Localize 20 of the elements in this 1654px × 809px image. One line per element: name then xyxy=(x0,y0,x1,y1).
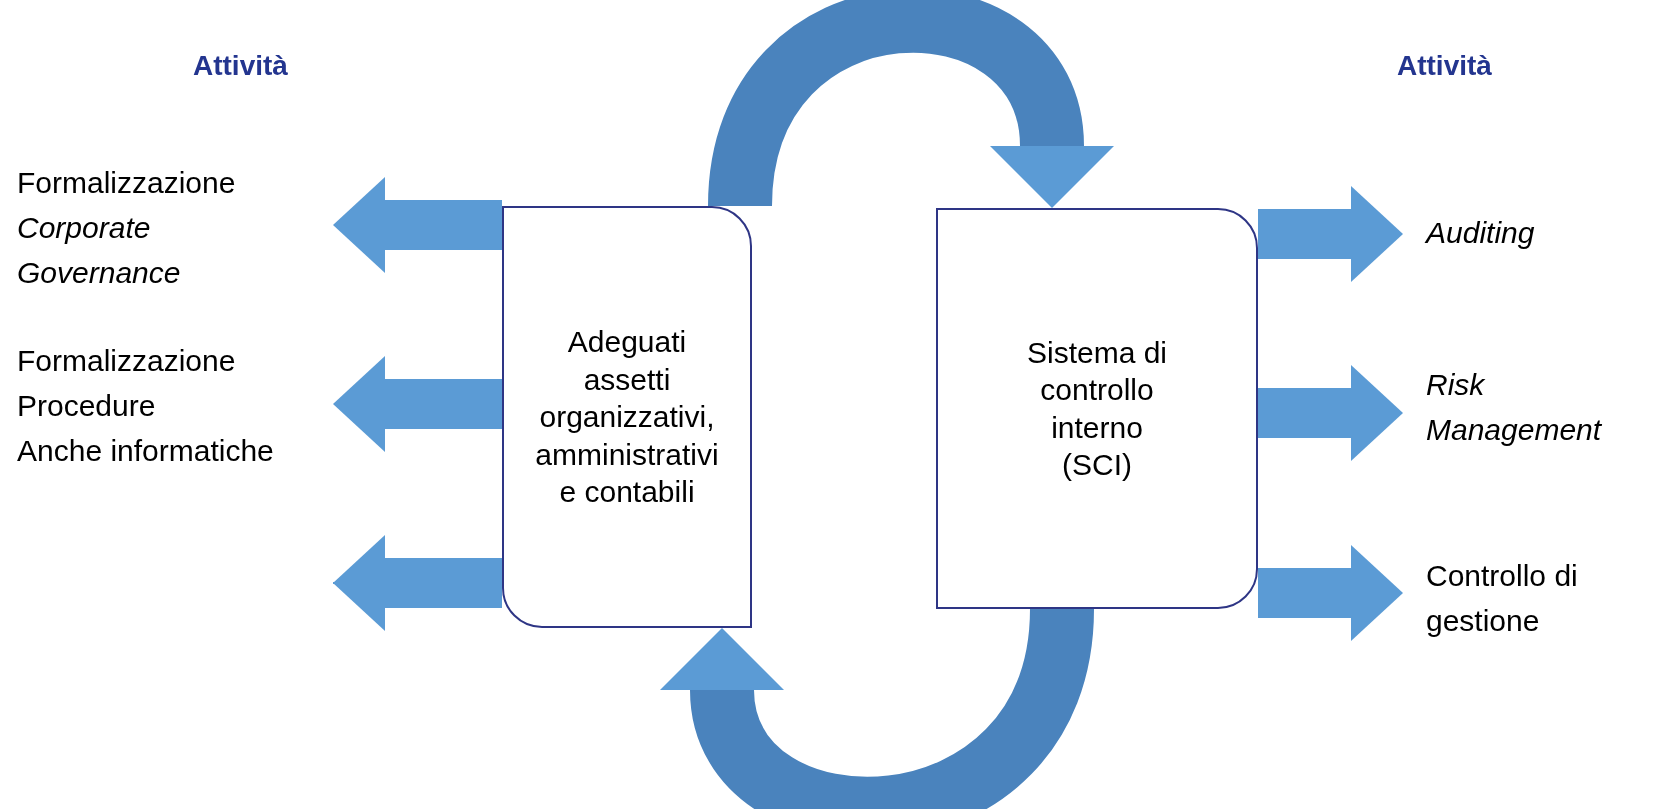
arrow xyxy=(332,535,503,631)
box-text: Sistema di controllo interno (SCI) xyxy=(1025,334,1169,483)
arrow xyxy=(333,177,502,273)
activity-text: Auditing xyxy=(1426,215,1536,251)
arrow xyxy=(1258,365,1403,461)
activity-text: Formalizzazione xyxy=(17,343,237,379)
arrow xyxy=(333,356,502,452)
arrow xyxy=(1258,186,1403,282)
box-text: Adeguati assetti organizzativi, amministrativi e contabili xyxy=(534,324,720,511)
activity-text: Controllo di gestione xyxy=(1426,558,1579,639)
activity-text: Risk Management xyxy=(1426,367,1603,448)
activity-text: Formalizzazione xyxy=(17,165,237,201)
activity-text: Procedure xyxy=(17,388,157,424)
heading: Attività xyxy=(193,50,288,82)
activity-text: Corporate Governance xyxy=(17,210,182,291)
heading: Attività xyxy=(1397,50,1492,82)
arrow xyxy=(1258,545,1403,641)
process-box xyxy=(502,206,752,628)
process-box xyxy=(936,208,1258,609)
activity-text: Anche informatiche xyxy=(17,433,275,469)
